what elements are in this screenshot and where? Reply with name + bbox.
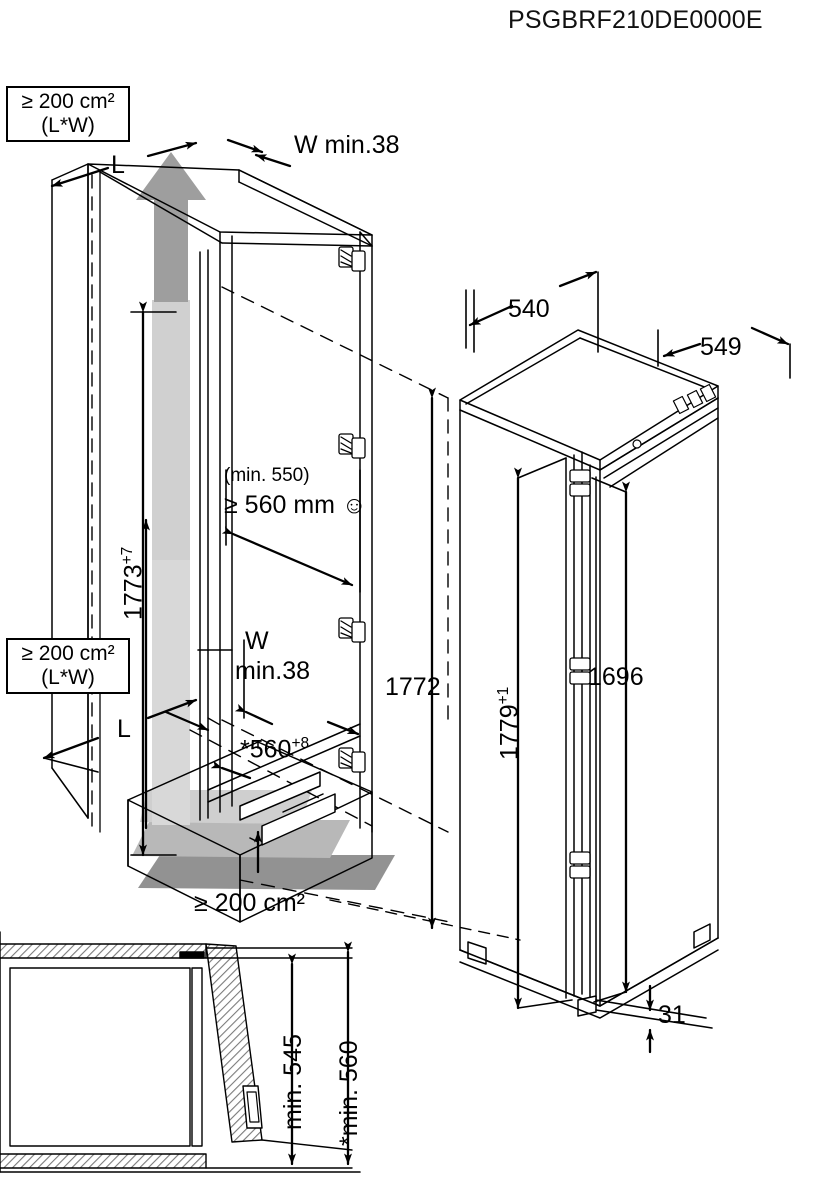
label-gap-top: W min.38 <box>294 131 400 159</box>
dim-L-bottom-right <box>146 698 198 720</box>
label-door-height: 1696 <box>588 663 644 691</box>
dim-L-top-right <box>146 141 198 158</box>
vent-box-top-line1: ≥ 200 cm² <box>21 90 115 113</box>
label-niche-depth-bottom: L <box>117 715 131 743</box>
label-door-panel-height: 1772 <box>385 673 441 701</box>
label-niche-width-star-value: *560 <box>240 735 292 764</box>
label-appliance-depth-540: 540 <box>508 295 550 323</box>
dim-560 <box>221 526 354 587</box>
label-niche-depth-top: L <box>111 151 125 179</box>
label-plinth-vent: ≥ 200 cm² <box>194 889 305 917</box>
dimension-lines-left <box>42 138 436 930</box>
label-plan-door-open-545: min. 545 <box>279 1034 307 1130</box>
vent-box-bottom-line1: ≥ 200 cm² <box>21 642 115 665</box>
dim-L-top-left <box>50 166 110 188</box>
label-appliance-height-tol: +1 <box>495 686 512 705</box>
dim-540-right <box>558 270 598 288</box>
dim-W-top-a <box>226 138 264 154</box>
vent-box-top-line2: (L*W) <box>41 113 95 137</box>
label-niche-height: 1773+7 <box>119 546 148 620</box>
hinge-icon <box>569 469 591 879</box>
label-niche-width-note: (min. 550) <box>224 465 310 486</box>
label-niche-width: ≥ 560 mm ☺ <box>224 492 366 518</box>
dim-549-right <box>750 326 790 346</box>
label-niche-width-value: ≥ 560 mm <box>224 491 335 519</box>
dim-540-left <box>468 304 514 327</box>
dim-W-top-b <box>254 153 292 168</box>
dim-549-left <box>662 342 702 358</box>
dim-560star-right <box>326 720 360 736</box>
dim-560star-left <box>210 760 252 780</box>
dimension-lines-right <box>465 270 791 1054</box>
label-hinge-offset: 31 <box>658 1001 686 1029</box>
appliance-view <box>459 329 719 1019</box>
door-swing-plan-view <box>0 931 361 1173</box>
label-niche-width-star: *560+8 <box>240 735 310 764</box>
dim-L-bottom-left <box>42 736 100 760</box>
dim-W-low-b <box>234 703 274 726</box>
label-niche-height-value: 1773 <box>119 564 148 620</box>
vent-box-bottom: ≥ 200 cm² (L*W) <box>6 638 130 695</box>
vent-box-bottom-line2: (L*W) <box>41 665 95 689</box>
dimension-lines-plan <box>288 941 352 1166</box>
label-appliance-depth-549: 549 <box>700 333 742 361</box>
dim-W-low-a <box>164 710 210 732</box>
label-niche-width-star-tol: +8 <box>291 735 310 752</box>
label-niche-height-tol: +7 <box>119 546 136 565</box>
vent-box-top: ≥ 200 cm² (L*W) <box>6 86 130 143</box>
label-appliance-height-value: 1779 <box>495 704 524 760</box>
hinge-icon <box>338 246 366 773</box>
label-plan-door-open-560: *min. 560 <box>335 1040 363 1146</box>
label-appliance-height: 1779+1 <box>495 686 524 760</box>
document-title: PSGBRF210DE0000E <box>508 6 763 34</box>
label-gap-bottom-min: min.38 <box>235 657 311 685</box>
label-gap-bottom-w: W <box>245 627 269 655</box>
smiley-icon: ☺ <box>341 492 367 519</box>
